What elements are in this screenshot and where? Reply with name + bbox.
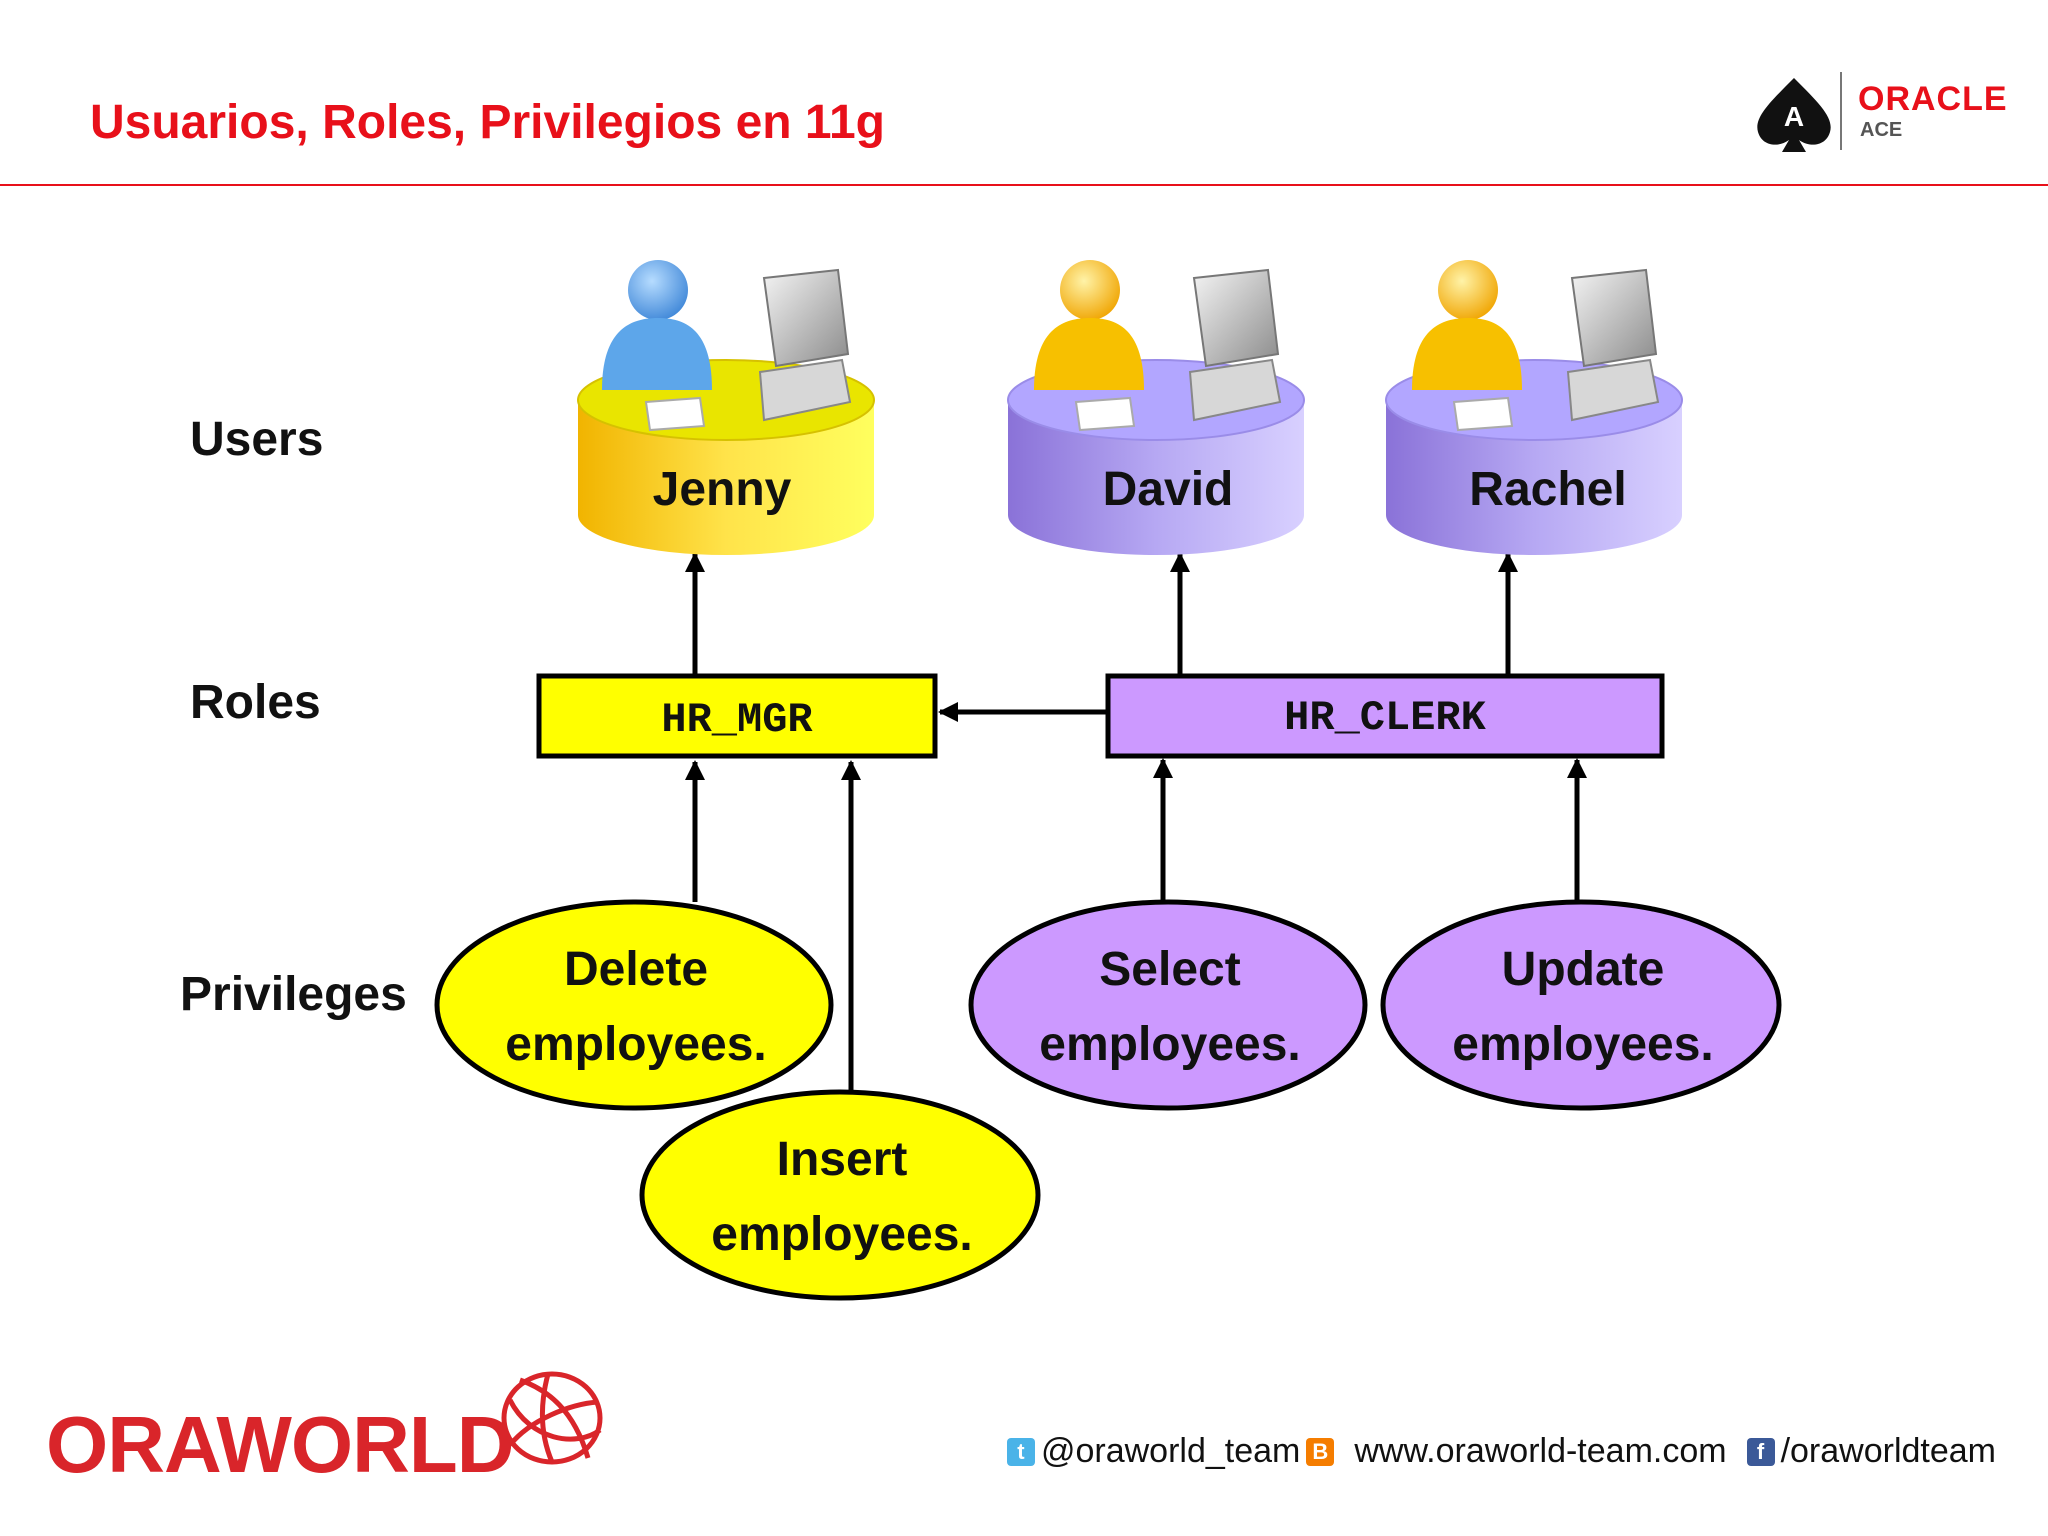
privilege-line2: employees.: [711, 1208, 972, 1261]
user-name-rachel: Rachel: [1469, 463, 1626, 516]
person-icon: [1034, 318, 1144, 390]
person-icon-head: [628, 260, 688, 320]
blogger-icon: B: [1306, 1437, 1335, 1466]
privilege-node-delete: Delete employees.: [434, 899, 834, 1111]
privilege-line1: Update: [1502, 943, 1665, 996]
role-name-hr-clerk: HR_CLERK: [1284, 694, 1486, 742]
role-node-hr-mgr: HR_MGR: [536, 673, 938, 759]
oracle-wordmark: ORACLE: [1858, 80, 2008, 118]
privilege-ellipse: [1380, 899, 1782, 1111]
computer-icon: [1566, 268, 1660, 422]
row-label-users: Users: [190, 413, 323, 466]
privilege-ellipse: [968, 899, 1368, 1111]
row-label-roles: Roles: [190, 676, 321, 729]
privilege-line2: employees.: [1452, 1018, 1713, 1071]
globe-icon: [501, 1371, 603, 1465]
privilege-node-insert: Insert employees.: [639, 1089, 1041, 1301]
footer-links: t @oraworld_team B www.oraworld-team.com…: [1006, 1432, 1996, 1471]
person-icon-head: [1438, 260, 1498, 320]
privilege-line2: employees.: [1039, 1018, 1300, 1071]
spade-icon: [1757, 78, 1831, 152]
person-icon-head: [1060, 260, 1120, 320]
user-node-rachel: Rachel: [1385, 260, 1683, 555]
user-name-david: David: [1103, 463, 1234, 516]
user-cylinder: [1008, 400, 1304, 555]
document-icon: [1074, 396, 1136, 432]
ace-badge-letter: A: [1784, 101, 1804, 132]
privilege-line1: Insert: [777, 1133, 908, 1186]
user-node-david: David: [1007, 260, 1305, 555]
privilege-node-select: Select employees.: [968, 899, 1368, 1111]
twitter-handle-link[interactable]: @oraworld_team: [1040, 1432, 1301, 1470]
website-link[interactable]: www.oraworld-team.com: [1354, 1432, 1727, 1470]
page-title: Usuarios, Roles, Privilegios en 11g: [90, 96, 885, 149]
privilege-ellipse: [434, 899, 834, 1111]
user-cylinder: [578, 400, 874, 555]
privilege-node-update: Update employees.: [1380, 899, 1782, 1111]
user-name-jenny: Jenny: [653, 463, 792, 516]
role-node-hr-clerk: HR_CLERK: [1105, 673, 1665, 759]
document-icon: [1452, 396, 1514, 432]
user-node-jenny: Jenny: [577, 260, 875, 555]
person-icon: [602, 318, 712, 390]
role-box: [536, 673, 938, 759]
twitter-icon: t: [1006, 1437, 1035, 1466]
oracle-ace-logo: A ORACLE ACE: [1757, 72, 2007, 152]
oraworld-wordmark: ORAWORLD: [46, 1400, 514, 1489]
row-label-privileges: Privileges: [180, 968, 407, 1021]
title-divider: [0, 184, 2048, 186]
facebook-link[interactable]: /oraworldteam: [1780, 1432, 1996, 1470]
privilege-line1: Select: [1099, 943, 1240, 996]
user-cylinder: [1386, 400, 1682, 555]
document-icon: [644, 396, 706, 432]
privilege-line2: employees.: [505, 1018, 766, 1071]
person-icon: [1412, 318, 1522, 390]
ace-label: ACE: [1860, 119, 1902, 141]
privilege-line1: Delete: [564, 943, 708, 996]
role-box: [1105, 673, 1665, 759]
privilege-ellipse: [639, 1089, 1041, 1301]
computer-icon: [758, 268, 852, 422]
computer-icon: [1188, 268, 1282, 422]
facebook-icon: f: [1746, 1437, 1775, 1466]
role-name-hr-mgr: HR_MGR: [661, 696, 813, 744]
diagram-edges: [685, 552, 1587, 1092]
oraworld-logo: ORAWORLD: [46, 1371, 603, 1489]
